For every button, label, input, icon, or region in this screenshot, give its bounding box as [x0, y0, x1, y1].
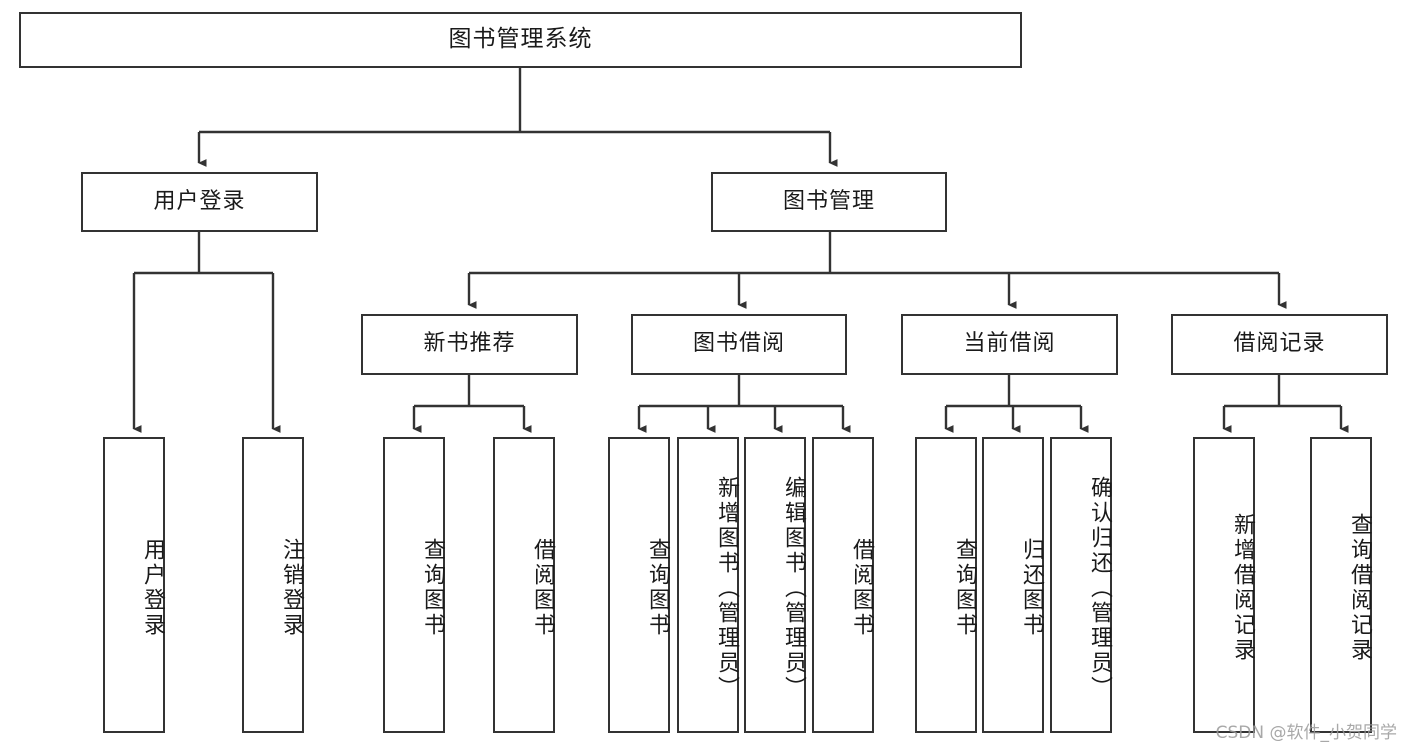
leaf-label: 新增借阅记录: [1230, 513, 1255, 663]
leaf-label: 查询图书: [952, 538, 977, 638]
leaf-label: 确认归还（管理员）: [1087, 475, 1112, 701]
node-borrow-record-label: 借阅记录: [1233, 331, 1326, 357]
leaf-user-login-login[interactable]: 用户登录: [103, 437, 165, 733]
node-book-borrow[interactable]: 图书借阅: [631, 314, 847, 375]
leaf-book-borrow-add[interactable]: 新增图书（管理员）: [677, 437, 739, 733]
node-user-login-label: 用户登录: [153, 188, 246, 214]
leaf-current-borrow-return[interactable]: 归还图书: [982, 437, 1044, 733]
node-borrow-record[interactable]: 借阅记录: [1171, 314, 1388, 375]
node-book-management[interactable]: 图书管理: [711, 172, 947, 232]
leaf-label: 查询图书: [645, 538, 670, 638]
leaf-label: 查询图书: [420, 538, 445, 638]
node-new-book-recommend-label: 新书推荐: [423, 331, 516, 357]
leaf-book-borrow-query[interactable]: 查询图书: [608, 437, 670, 733]
leaf-label: 编辑图书（管理员）: [781, 475, 806, 701]
leaf-book-borrow-borrow[interactable]: 借阅图书: [812, 437, 874, 733]
node-new-book-recommend[interactable]: 新书推荐: [361, 314, 578, 375]
node-current-borrow-label: 当前借阅: [963, 331, 1056, 357]
leaf-borrow-record-add[interactable]: 新增借阅记录: [1193, 437, 1255, 733]
node-book-borrow-label: 图书借阅: [692, 331, 785, 357]
leaf-label: 新增图书（管理员）: [714, 475, 739, 701]
leaf-current-borrow-query[interactable]: 查询图书: [915, 437, 977, 733]
node-book-management-label: 图书管理: [782, 188, 875, 214]
leaf-current-borrow-confirm-return[interactable]: 确认归还（管理员）: [1050, 437, 1112, 733]
leaf-new-book-query[interactable]: 查询图书: [383, 437, 445, 733]
leaf-new-book-borrow[interactable]: 借阅图书: [493, 437, 555, 733]
leaf-label: 注销登录: [279, 538, 304, 638]
leaf-label: 用户登录: [140, 538, 165, 638]
leaf-label: 归还图书: [1019, 538, 1044, 638]
leaf-borrow-record-query[interactable]: 查询借阅记录: [1310, 437, 1372, 733]
node-root-system[interactable]: 图书管理系统: [19, 12, 1022, 68]
leaf-label: 借阅图书: [530, 538, 555, 638]
leaf-label: 借阅图书: [849, 538, 874, 638]
watermark-text: CSDN @软件_小贺同学: [1215, 723, 1397, 743]
node-root-label: 图书管理系统: [448, 26, 593, 53]
node-user-login[interactable]: 用户登录: [81, 172, 318, 232]
leaf-user-login-logout[interactable]: 注销登录: [242, 437, 304, 733]
leaf-book-borrow-edit[interactable]: 编辑图书（管理员）: [744, 437, 806, 733]
leaf-label: 查询借阅记录: [1347, 513, 1372, 663]
node-current-borrow[interactable]: 当前借阅: [901, 314, 1118, 375]
